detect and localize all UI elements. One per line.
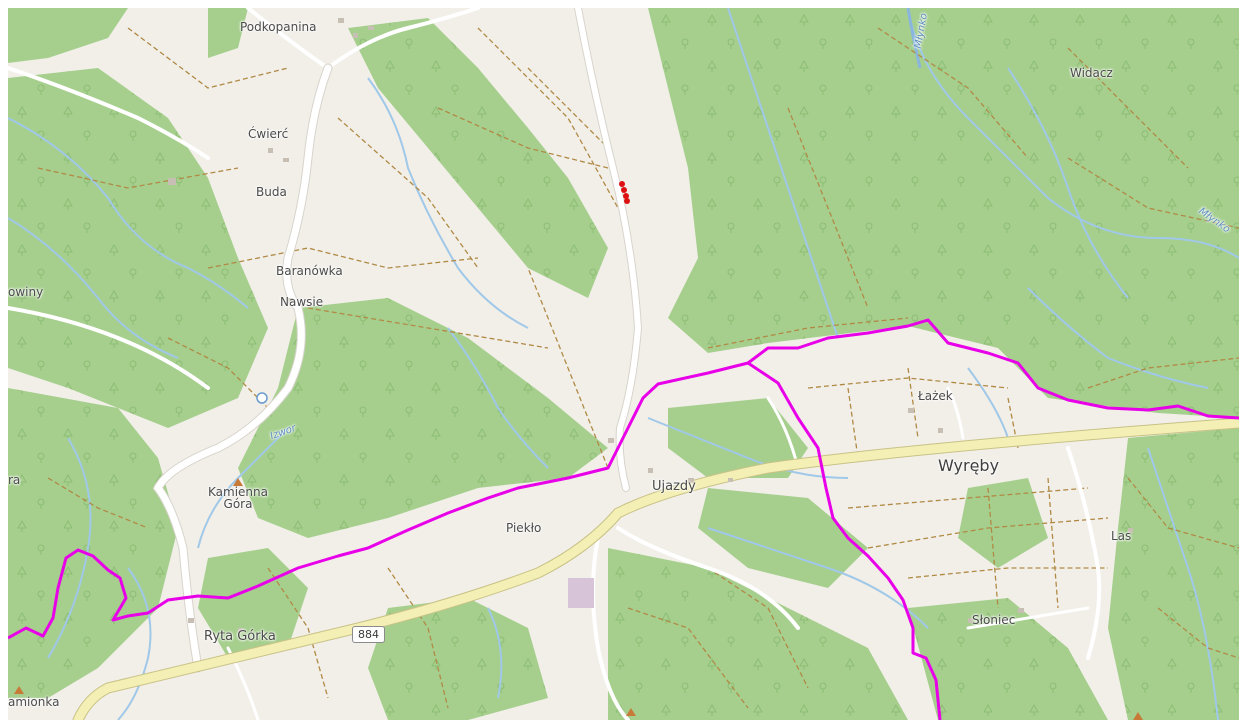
place-wyreby: Wyręby <box>938 456 1000 475</box>
red-marker-icon[interactable] <box>619 181 630 204</box>
forest-areas <box>8 8 1239 720</box>
spring-circle-icon <box>256 392 268 404</box>
place-buda: Buda <box>256 185 287 199</box>
place-cwierc: Ćwierć <box>248 127 289 141</box>
route-line[interactable] <box>8 318 1239 720</box>
minor-roads <box>8 8 1102 720</box>
map-viewport[interactable]: Podkopanina Ćwierć Buda Baranówka Nawsie… <box>8 8 1239 720</box>
place-nawsie: Nawsie <box>280 295 324 309</box>
place-owiny: owiny <box>8 285 44 299</box>
place-lazek: Łażek <box>918 389 953 403</box>
place-ra: ra <box>8 473 21 487</box>
place-ryta-gorka: Ryta Górka <box>204 629 276 644</box>
peak-triangle-icon <box>14 686 24 694</box>
peak-triangle-icon <box>1133 712 1143 720</box>
river-mlynko <box>906 8 922 69</box>
buildings <box>168 18 1133 632</box>
streams <box>8 8 1239 720</box>
place-baranowka: Baranówka <box>276 264 343 278</box>
place-pieklo: Piekło <box>506 521 542 535</box>
place-kamienna-gora: Kamienna Góra <box>208 485 268 511</box>
place-podkopanina: Podkopanina <box>240 20 317 34</box>
place-widacz: Widacz <box>1070 66 1113 80</box>
place-sloniec: Słoniec <box>972 613 1016 627</box>
peak-triangle-icon <box>233 478 243 486</box>
place-kamionka: amionka <box>8 695 60 709</box>
peak-triangle-icon <box>626 708 636 716</box>
place-las: Las <box>1111 529 1132 543</box>
map-canvas[interactable] <box>8 8 1239 720</box>
road-shield-884: 884 <box>352 626 385 643</box>
road-884 <box>72 417 1239 720</box>
place-ujazdy: Ujazdy <box>652 479 696 494</box>
tracks <box>37 27 1239 709</box>
